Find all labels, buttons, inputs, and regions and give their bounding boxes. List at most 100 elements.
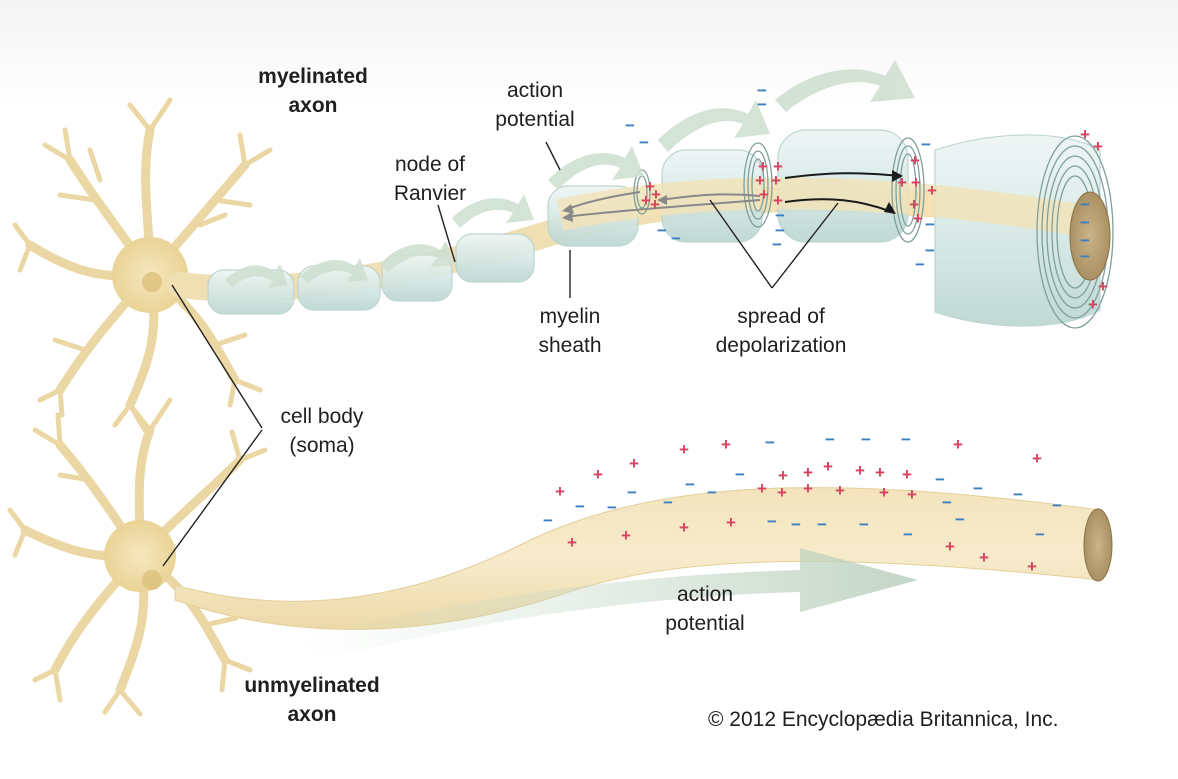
positive-charge: +	[909, 195, 919, 214]
positive-charge: +	[757, 479, 767, 498]
negative-charge: −	[772, 235, 782, 254]
positive-charge: +	[1027, 557, 1037, 576]
internal-current-arrows	[564, 172, 901, 218]
copyright-notice: © 2012 Encyclopædia Britannica, Inc.	[708, 708, 1059, 731]
positive-charge: +	[913, 209, 923, 228]
positive-charge: +	[945, 537, 955, 556]
positive-charge: +	[1032, 449, 1042, 468]
negative-charge: −	[925, 215, 935, 234]
negative-charge: −	[915, 255, 925, 274]
positive-charge: +	[755, 171, 765, 190]
positive-charge: +	[823, 457, 833, 476]
negative-charge: −	[935, 470, 945, 489]
negative-charge: −	[861, 430, 871, 449]
label-myelinated-axon: myelinated axon	[230, 62, 396, 120]
negative-charge: −	[942, 493, 952, 512]
bottom-soma	[104, 520, 176, 592]
positive-charge: +	[927, 181, 937, 200]
leader-lines	[162, 141, 839, 567]
negative-charge: −	[767, 512, 777, 531]
positive-charge: +	[979, 548, 989, 567]
negative-charge: −	[663, 493, 673, 512]
positive-charge: +	[1093, 137, 1103, 156]
positive-charge: +	[875, 463, 885, 482]
negative-charge: −	[625, 116, 635, 135]
positive-charge: +	[803, 463, 813, 482]
negative-charge: −	[627, 483, 637, 502]
negative-charge: −	[735, 465, 745, 484]
label-cell-body: cell body (soma)	[262, 402, 382, 460]
negative-charge: −	[903, 525, 913, 544]
positive-charge: +	[645, 177, 655, 196]
label-myelin-sheath: myelin sheath	[520, 302, 620, 360]
negative-charge: −	[825, 430, 835, 449]
label-cell-body-text: cell body (soma)	[280, 405, 364, 457]
positive-charge: +	[641, 191, 651, 210]
negative-charge: −	[955, 510, 965, 529]
negative-charge: −	[791, 515, 801, 534]
negative-charge: −	[1080, 195, 1090, 214]
negative-charge: −	[707, 483, 717, 502]
negative-charge: −	[757, 95, 767, 114]
positive-charge: +	[835, 481, 845, 500]
positive-charge: +	[771, 171, 781, 190]
negative-charge: −	[925, 241, 935, 260]
negative-charge: −	[1080, 247, 1090, 266]
negative-charge: −	[607, 498, 617, 517]
bottom-nucleus	[142, 570, 162, 590]
label-spread-of-depolarization: spread of depolarization	[690, 302, 872, 360]
negative-charge: −	[639, 133, 649, 152]
top-axon-cut-end	[1069, 191, 1111, 281]
label-action-potential-top: action potential	[470, 76, 600, 134]
negative-charge: −	[1052, 496, 1062, 515]
label-spread-of-depolarization-text: spread of depolarization	[715, 305, 847, 357]
positive-charge: +	[726, 513, 736, 532]
positive-charge: +	[1080, 125, 1090, 144]
positive-charge: +	[1088, 295, 1098, 314]
negative-charge: −	[1080, 231, 1090, 250]
charge-symbols: ++++++++++++++++++++++++++++++++++++++++…	[543, 81, 1108, 576]
negative-charge: −	[757, 81, 767, 100]
label-action-potential-top-text: action potential	[495, 79, 575, 131]
positive-charge: +	[651, 185, 661, 204]
negative-charge: −	[921, 135, 931, 154]
label-myelin-sheath-text: myelin sheath	[538, 305, 602, 357]
negative-charge: −	[775, 206, 785, 225]
unmyelinated-axon	[174, 487, 1101, 630]
label-node-of-ranvier-text: node of Ranvier	[393, 153, 467, 205]
positive-charge: +	[593, 465, 603, 484]
negative-charge: −	[775, 221, 785, 240]
label-unmyelinated-axon-text: unmyelinated axon	[244, 674, 380, 726]
positive-charge: +	[679, 440, 689, 459]
positive-charge: +	[897, 173, 907, 192]
positive-charge: +	[621, 526, 631, 545]
label-node-of-ranvier: node of Ranvier	[375, 150, 485, 208]
negative-charge: −	[575, 497, 585, 516]
positive-charge: +	[902, 465, 912, 484]
positive-charge: +	[910, 151, 920, 170]
label-action-potential-bottom: action potential	[640, 580, 770, 638]
label-myelinated-axon-text: myelinated axon	[258, 65, 368, 117]
positive-charge: +	[679, 518, 689, 537]
positive-charge: +	[855, 461, 865, 480]
myelin-segments	[207, 129, 1101, 327]
positive-charge: +	[650, 195, 660, 214]
bottom-ap-arrow	[300, 548, 918, 660]
positive-charge: +	[758, 157, 768, 176]
label-unmyelinated-axon: unmyelinated axon	[222, 671, 402, 729]
negative-charge: −	[1035, 525, 1045, 544]
negative-charge: −	[671, 229, 681, 248]
positive-charge: +	[721, 435, 731, 454]
positive-charge: +	[567, 533, 577, 552]
positive-charge: +	[777, 483, 787, 502]
negative-charge: −	[543, 511, 553, 530]
axon-core-overlay	[556, 177, 1093, 238]
positive-charge: +	[879, 483, 889, 502]
top-nucleus	[142, 272, 162, 292]
bottom-axon-cut-end	[1083, 508, 1113, 582]
negative-charge: −	[1080, 213, 1090, 232]
negative-charge: −	[973, 479, 983, 498]
internal-arrowheads	[562, 170, 903, 222]
positive-charge: +	[773, 191, 783, 210]
